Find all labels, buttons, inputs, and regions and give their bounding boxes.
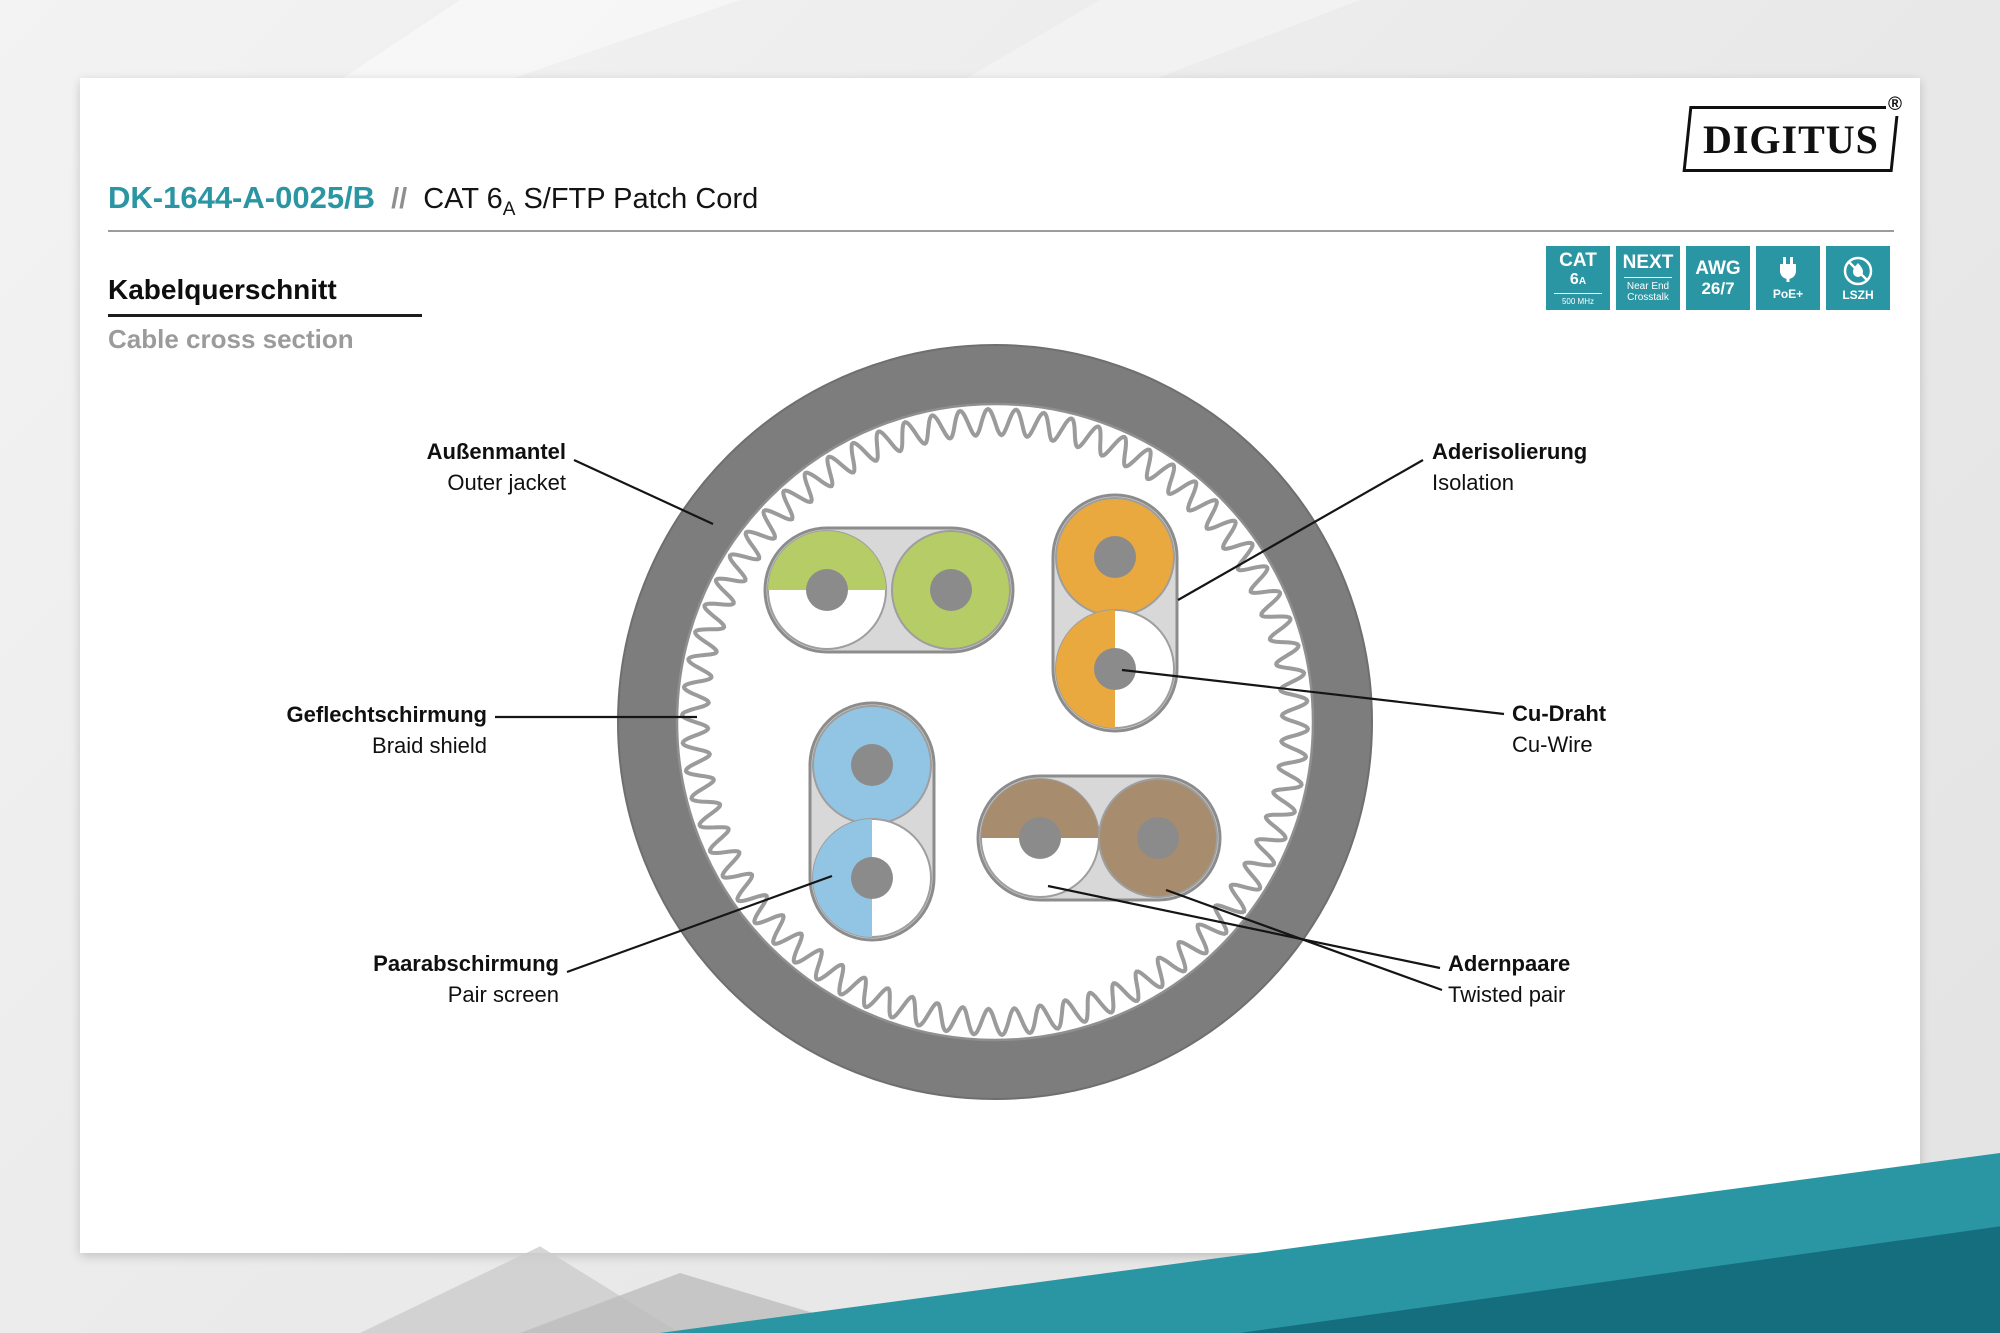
label-braid-shield: Geflechtschirmung Braid shield <box>287 699 487 761</box>
label-outer-jacket-de: Außenmantel <box>426 439 566 464</box>
product-name: CAT 6A S/FTP Patch Cord <box>423 183 759 220</box>
badge-divider <box>1554 292 1602 294</box>
section-title-de: Kabelquerschnitt <box>108 274 337 305</box>
label-outer-jacket-en: Outer jacket <box>447 470 566 495</box>
datasheet-card: DIGITUS ® DK-1644-A-0025/B // CAT 6A S/FTP… <box>80 78 1920 1253</box>
badge-next-title: NEXT <box>1622 252 1674 273</box>
digitus-logo-text: DIGITUS <box>1703 116 1879 162</box>
label-twisted-pair-de: Adernpaare <box>1448 951 1571 976</box>
badge-next-line1: Near End <box>1626 281 1670 292</box>
label-outer-jacket: Außenmantel Outer jacket <box>427 436 566 498</box>
label-cu-wire-en: Cu-Wire <box>1512 732 1593 757</box>
badge-cat6a-number: 6A <box>1569 270 1587 288</box>
feature-badges: CAT 6A 500 MHz NEXT Near End Crosstalk A… <box>1546 246 1890 310</box>
label-isolation-de: Aderisolierung <box>1432 439 1588 464</box>
label-cu-wire-de: Cu-Draht <box>1512 701 1607 726</box>
label-isolation-en: Isolation <box>1432 470 1514 495</box>
section-title-underline <box>108 314 422 317</box>
product-name-post: S/FTP Patch Cord <box>515 183 759 215</box>
badge-awg: AWG 26/7 <box>1686 246 1750 310</box>
badge-poe: PoE+ <box>1756 246 1820 310</box>
badge-next: NEXT Near End Crosstalk <box>1616 246 1680 310</box>
badge-awg-title: AWG <box>1695 257 1741 279</box>
badge-cat6a-title: CAT <box>1559 249 1597 271</box>
title-separator: // <box>391 183 408 215</box>
label-isolation: Aderisolierung Isolation <box>1432 436 1587 498</box>
label-twisted-pair: Adernpaare Twisted pair <box>1448 948 1570 1010</box>
badge-awg-value: 26/7 <box>1701 278 1735 298</box>
product-name-pre: CAT 6 <box>423 183 503 215</box>
label-braid-shield-de: Geflechtschirmung <box>286 702 487 727</box>
label-cu-wire: Cu-Draht Cu-Wire <box>1512 698 1606 760</box>
label-twisted-pair-en: Twisted pair <box>1448 982 1566 1007</box>
product-title: DK-1644-A-0025/B // CAT 6A S/FTP Patch Cor… <box>108 180 758 221</box>
title-divider <box>108 230 1894 232</box>
poe-plug-icon <box>1780 256 1796 282</box>
label-pair-screen-en: Pair screen <box>447 982 559 1007</box>
badge-cat6a: CAT 6A 500 MHz <box>1546 246 1610 310</box>
badge-next-line2: Crosstalk <box>1627 292 1669 303</box>
section-title-en: Cable cross section <box>108 324 354 354</box>
badge-cat6a-frequency: 500 MHz <box>1561 296 1594 306</box>
product-code: DK-1644-A-0025/B <box>108 180 376 215</box>
label-pair-screen-de: Paarabschirmung <box>373 951 559 976</box>
label-pair-screen: Paarabschirmung Pair screen <box>373 948 559 1010</box>
lszh-no-flame-icon <box>1843 256 1873 285</box>
registered-trademark-icon: ® <box>1886 94 1904 116</box>
product-name-sub: A <box>502 198 516 220</box>
badge-lszh: LSZH <box>1826 246 1890 310</box>
digitus-logo: DIGITUS ® <box>1682 94 1904 172</box>
digitus-logo-box: DIGITUS <box>1682 106 1900 172</box>
badge-divider <box>1624 277 1672 278</box>
badge-lszh-label: LSZH <box>1842 287 1874 302</box>
label-braid-shield-en: Braid shield <box>372 733 487 758</box>
badge-poe-label: PoE+ <box>1772 286 1804 301</box>
